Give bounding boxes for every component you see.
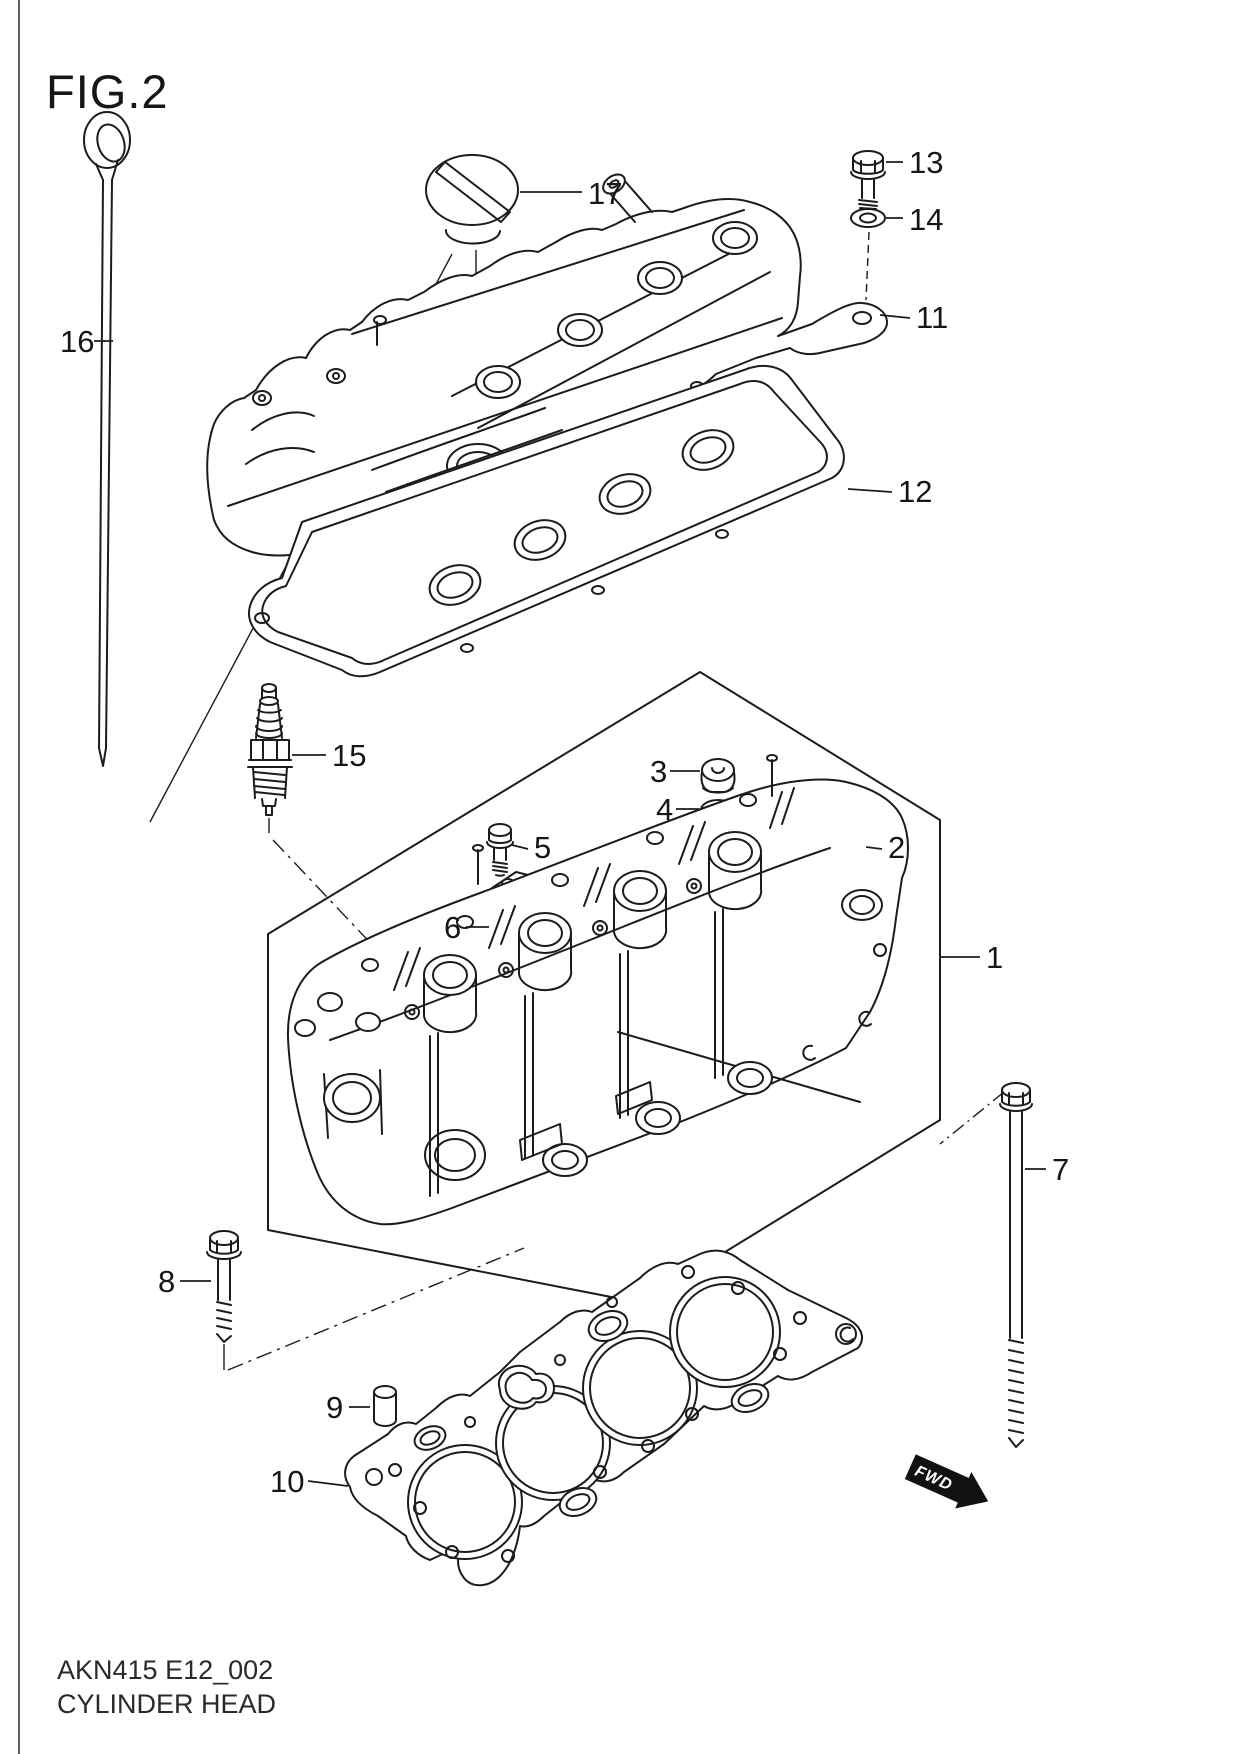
spark-plug-drawing [247,683,397,971]
callout-6: 6 [444,910,461,945]
bolt-13-axis [865,231,870,301]
fwd-arrow: FWD [904,1454,989,1509]
callout-11: 11 [916,300,948,335]
callout-labels: 1 2 3 4 5 6 7 8 9 10 11 12 13 14 15 16 1… [60,145,1069,1499]
dipstick-drawing [83,111,131,767]
callout-10: 10 [270,1464,304,1499]
cylinder-head-drawing [286,754,909,1226]
callout-15: 15 [332,738,366,773]
callout-13: 13 [909,145,943,180]
callout-7: 7 [1052,1152,1069,1187]
dowel-9 [373,1385,397,1427]
callout-12: 12 [898,474,932,509]
bolt-5 [486,823,514,877]
callout-3: 3 [650,754,667,789]
callout-1: 1 [986,940,1003,975]
plug-3 [700,758,736,794]
callout-4: 4 [656,792,673,827]
callout-17: 17 [588,176,622,211]
valve-cover-drawing [206,173,889,557]
head-gasket-drawing [344,1249,863,1587]
drawing-code: AKN415 E12_002 [57,1655,273,1685]
washer-14 [850,208,886,228]
bolt-7 [939,1082,1033,1448]
figure-title: FIG.2 [46,65,169,118]
bolt-8 [206,1230,525,1371]
callout-5: 5 [534,830,551,865]
drawing-title: CYLINDER HEAD [57,1689,276,1719]
cover-tube-rings [475,221,758,399]
callout-2: 2 [888,830,905,865]
callout-14: 14 [909,202,943,237]
leader-lines [94,161,1046,1487]
callout-9: 9 [326,1390,343,1425]
callout-8: 8 [158,1264,175,1299]
valve-cover-gasket-drawing [248,364,845,678]
callout-16: 16 [60,324,94,359]
cover-ear-hole [852,311,872,325]
bolt-13 [850,150,886,213]
